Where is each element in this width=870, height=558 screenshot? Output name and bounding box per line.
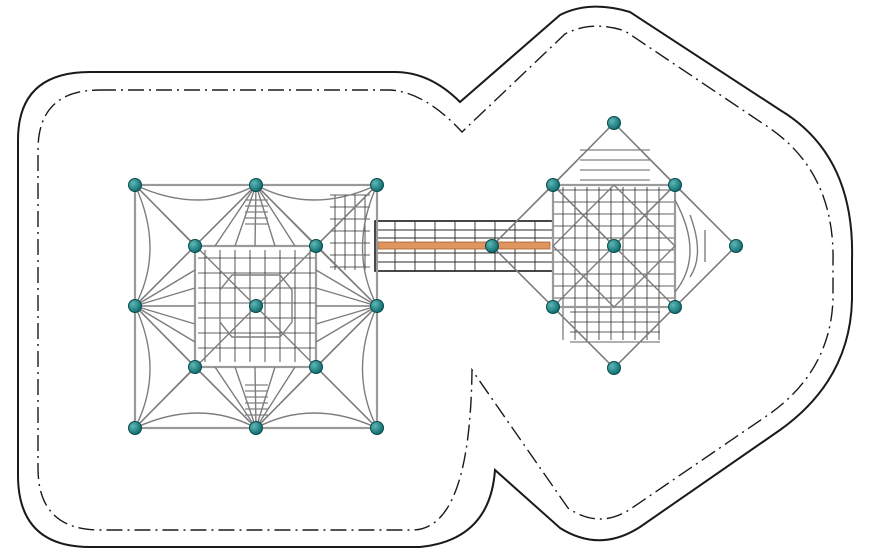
net-cable: [214, 184, 257, 247]
bridge-net: [374, 220, 554, 272]
anchor-node: [188, 239, 202, 253]
net-cable: [361, 305, 378, 429]
net-cable: [491, 245, 554, 308]
anchor-node: [128, 178, 142, 192]
net-cable: [134, 305, 196, 368]
net-cable: [255, 184, 296, 247]
net-cable: [134, 412, 257, 429]
anchor-node: [607, 239, 621, 253]
anchor-node: [546, 300, 560, 314]
net-cable: [552, 122, 615, 186]
anchor-node: [249, 421, 263, 435]
anchor-node: [546, 178, 560, 192]
net-cable: [134, 184, 196, 247]
anchor-node: [309, 239, 323, 253]
net-cable: [255, 366, 296, 429]
net-cable: [552, 306, 615, 369]
net-cable: [315, 305, 378, 368]
net-cable: [134, 184, 257, 201]
net-cable: [134, 305, 196, 343]
net-cable: [134, 305, 196, 325]
net-cable: [491, 184, 554, 247]
diamond-space-net: [485, 116, 743, 375]
square-space-net: [128, 178, 384, 435]
net-cable: [255, 184, 378, 201]
net-cable: [134, 184, 151, 307]
net-cable: [255, 366, 317, 429]
net-cable: [315, 287, 378, 307]
net-cable: [134, 305, 151, 429]
inner-boundary-line: [37, 25, 834, 531]
net-cable: [315, 184, 378, 247]
net-cable: [674, 199, 691, 293]
bridge-beam: [377, 241, 551, 250]
net-cable: [613, 122, 676, 186]
net-cable: [134, 269, 196, 307]
anchor-node: [309, 360, 323, 374]
anchor-node: [188, 360, 202, 374]
net-cable: [315, 366, 378, 429]
net-cable: [255, 184, 276, 247]
net-cable: [361, 184, 378, 307]
net-cable: [234, 184, 257, 247]
net-cable: [214, 366, 257, 429]
anchor-node: [249, 299, 263, 313]
net-cable: [315, 305, 378, 343]
net-cable: [134, 366, 196, 429]
net-cable: [194, 366, 257, 429]
anchor-node: [370, 299, 384, 313]
net-cable: [674, 184, 737, 247]
net-cable: [674, 245, 737, 308]
net-cable: [234, 366, 257, 429]
anchor-node: [370, 178, 384, 192]
anchor-node: [668, 300, 682, 314]
anchor-node: [128, 299, 142, 313]
anchor-node: [128, 421, 142, 435]
net-cable: [254, 184, 257, 247]
net-cable: [134, 245, 196, 307]
inner-diamond: [552, 184, 676, 308]
anchor-node: [668, 178, 682, 192]
net-cable: [134, 287, 196, 307]
net-cable: [255, 184, 317, 247]
anchor-node: [607, 361, 621, 375]
net-cable: [315, 269, 378, 307]
anchor-node: [370, 421, 384, 435]
net-cable: [254, 366, 257, 429]
anchor-node: [729, 239, 743, 253]
net-ring: [219, 274, 293, 338]
net-cable: [194, 184, 257, 247]
net-cable: [689, 214, 699, 278]
anchor-node: [249, 178, 263, 192]
net-cable: [315, 305, 378, 325]
net-cable: [613, 306, 676, 369]
net-cable: [255, 412, 378, 429]
anchor-node: [485, 239, 499, 253]
anchor-node: [607, 116, 621, 130]
outer-boundary-line: [17, 5, 854, 548]
net-cable: [255, 366, 276, 429]
net-cable: [315, 245, 378, 307]
